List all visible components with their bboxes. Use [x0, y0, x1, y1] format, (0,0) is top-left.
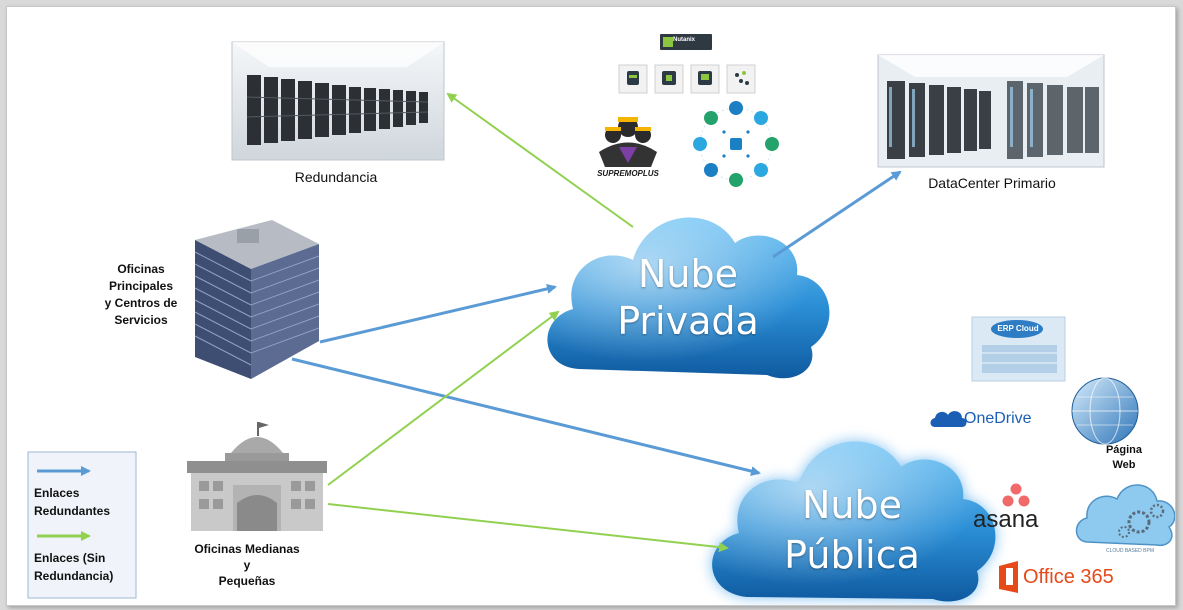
onedrive-label: OneDrive [964, 410, 1032, 427]
datacenter-label: DataCenter Primario [928, 175, 1056, 191]
onedrive-icon [930, 411, 967, 427]
diagram-canvas: Redundancia DataCenter Primario Oficinas… [6, 6, 1176, 606]
medium-office-building-icon [187, 422, 327, 531]
private-cloud-label: Nube Privada [617, 252, 759, 343]
private-cloud-shape [547, 217, 830, 379]
oficinas-medianas-label: Oficinas Medianas y Pequeñas [194, 542, 300, 588]
redundancia-label: Redundancia [294, 169, 378, 185]
erp-cloud-image [971, 316, 1066, 382]
globe-icon [1071, 377, 1139, 445]
office-building-icon [194, 220, 320, 379]
link-private-to-redundancia [446, 92, 634, 228]
cloud-bpm-label: CLOUD BASED BPM [1105, 548, 1155, 554]
supremoplus-logo [599, 117, 657, 167]
link-medium-to-public [327, 503, 729, 553]
link-medium-to-private [327, 310, 560, 486]
office365-label: Office 365 [1023, 566, 1114, 588]
cloud-bpm-icon [1075, 484, 1175, 547]
public-cloud-shape [712, 441, 996, 602]
legend-redundant-label: Enlaces Redundantes [34, 486, 111, 518]
office365-icon [999, 561, 1018, 593]
connection-links [291, 92, 902, 553]
services-ring-icon [693, 101, 779, 187]
redundancia-datacenter-image [231, 41, 445, 161]
public-cloud-label: Nube Pública [784, 483, 920, 577]
asana-label: asana [973, 506, 1039, 533]
link-office-to-public [291, 357, 761, 476]
pagina-web-label: Página Web [1105, 444, 1143, 471]
legend-box [27, 451, 137, 599]
erp-cloud-label: ERP Cloud [997, 324, 1039, 333]
asana-icon [1002, 483, 1030, 507]
primary-datacenter-image [877, 54, 1105, 168]
link-private-to-datacenter [772, 170, 902, 259]
link-office-to-private [319, 283, 557, 344]
supremoplus-label: SUPREMOPLUS [597, 169, 659, 178]
diagram-graphics [27, 34, 1175, 602]
legend-non-redundant-label: Enlaces (Sin Redundancia) [34, 551, 114, 583]
nutanix-label: Nutanix [673, 37, 696, 43]
oficinas-principales-label: Oficinas Principales y Centros de Servic… [104, 262, 178, 327]
nutanix-panel [618, 34, 756, 94]
